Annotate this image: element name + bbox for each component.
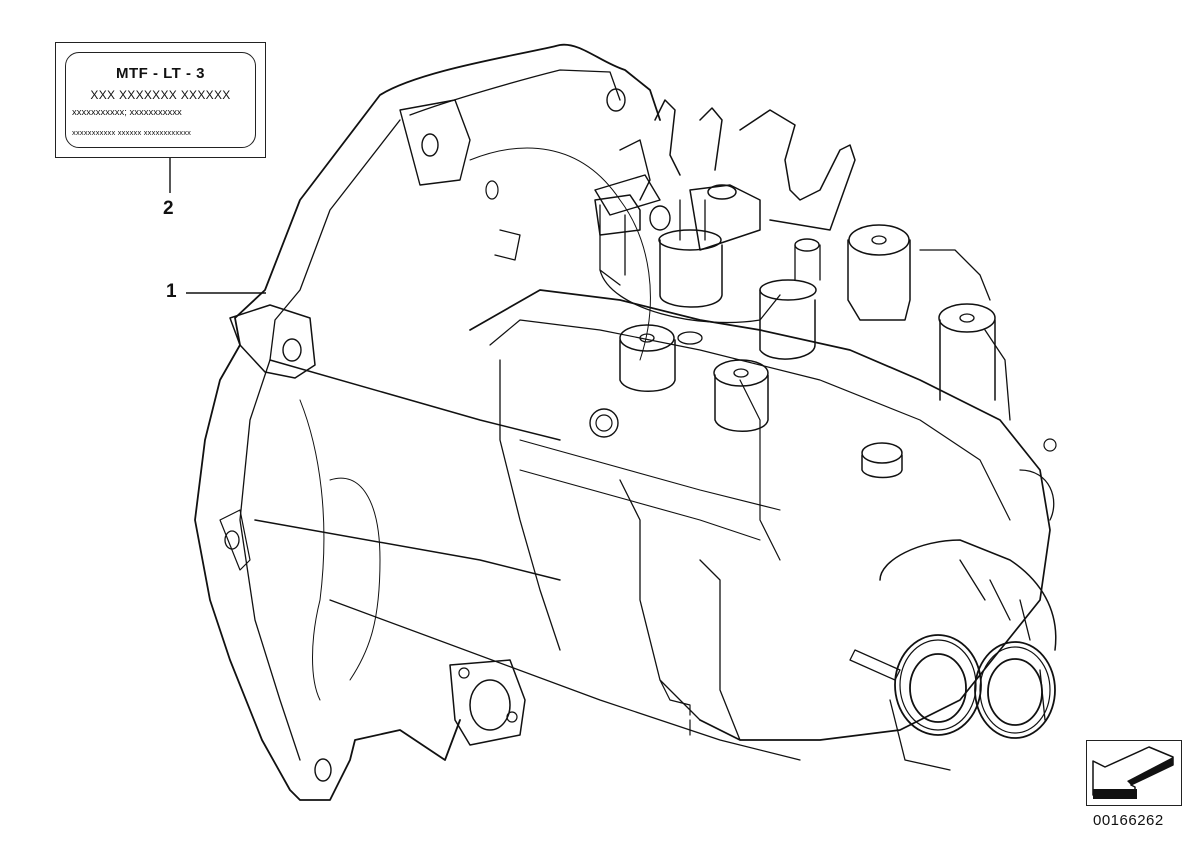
- callout-2: 2: [163, 198, 174, 219]
- orientation-box: [1086, 740, 1182, 806]
- output-seal-right: [974, 641, 1056, 739]
- direction-arrow-icon: [1092, 746, 1174, 799]
- label-line-3: xxxxxxxxxxx xxxxxx xxxxxxxxxxxx: [72, 128, 192, 137]
- bell-housing-outline: [194, 43, 661, 801]
- identification-label: MTF - LT - 3 XXX XXXXXXX XXXXXX xxxxxxxx…: [55, 42, 266, 158]
- diagram-id: 00166262: [1093, 812, 1164, 829]
- callout-1: 1: [166, 281, 177, 302]
- label-line-2: xxxxxxxxxxx; xxxxxxxxxxx: [72, 107, 182, 118]
- label-line-1: XXX XXXXXXX XXXXXX: [90, 88, 231, 102]
- label-title: MTF - LT - 3: [115, 65, 206, 82]
- label-plate-border: MTF - LT - 3 XXX XXXXXXX XXXXXX xxxxxxxx…: [65, 52, 256, 148]
- bolt-bosses: [619, 224, 996, 479]
- output-seal-left: [894, 634, 982, 736]
